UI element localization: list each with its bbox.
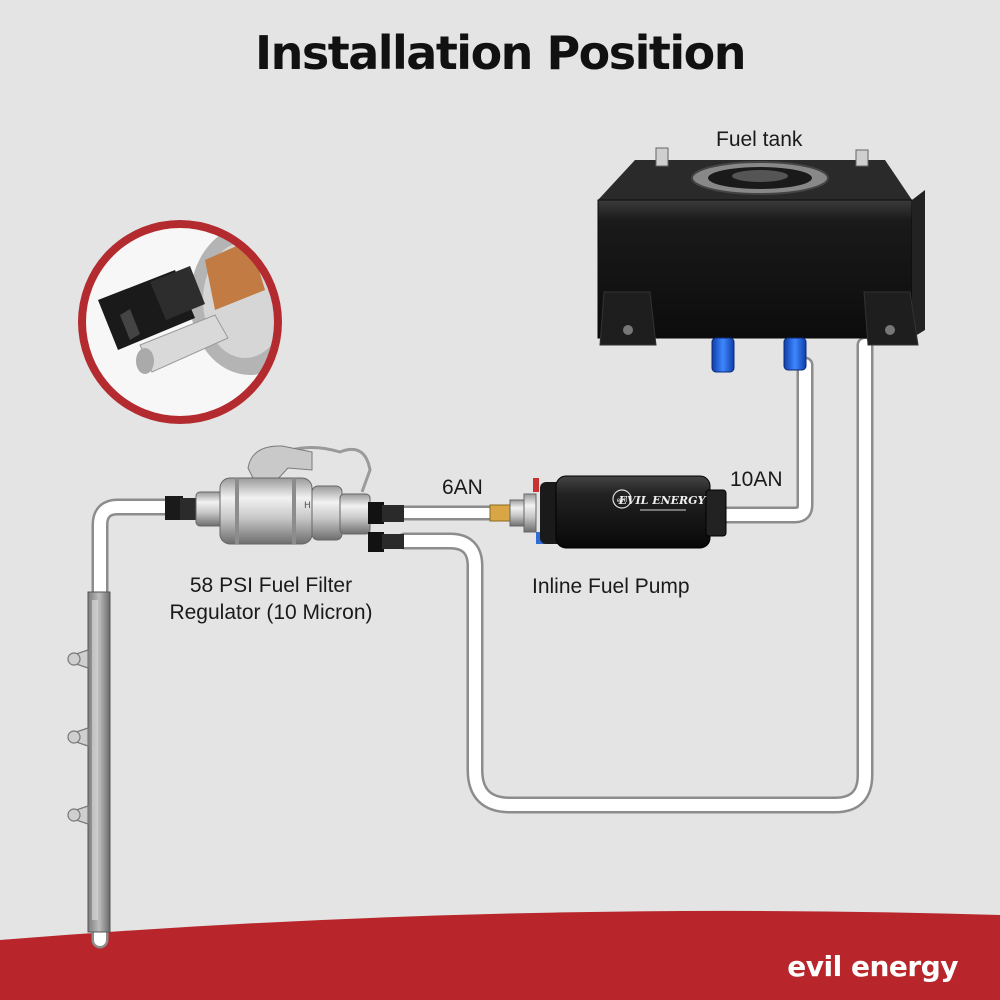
footer-band	[0, 910, 1000, 1000]
fitting-detail-icon	[78, 220, 282, 424]
regulator-label-line1: 58 PSI Fuel Filter	[189, 574, 353, 597]
tank-fitting-right	[783, 337, 807, 371]
page-title: Installation Position	[254, 26, 747, 80]
fuel-hoses	[91, 336, 874, 949]
pump-brand-print: EVIL ENERGY	[618, 494, 707, 507]
inset-ring	[78, 220, 282, 424]
regulator-label: 58 PSI Fuel Filter Regulator (10 Micron)	[140, 572, 402, 626]
tank-fitting-left	[711, 337, 735, 373]
fuel-tank-icon	[597, 147, 925, 373]
line-6an-label: 6AN	[442, 476, 483, 499]
brand-logo: evil energy	[787, 950, 958, 983]
pump-label: Inline Fuel Pump	[532, 575, 690, 598]
fuel-rail-icon	[67, 591, 111, 933]
regulator-label-line2: Regulator (10 Micron)	[169, 601, 373, 624]
fuel-tank-label: Fuel tank	[716, 128, 803, 151]
regulator-print: H	[304, 501, 311, 511]
fuel-filter-regulator-icon: H	[165, 445, 404, 552]
line-10an-label: 10AN	[730, 468, 783, 491]
pump-emblem: evil	[617, 497, 628, 504]
fuel-pump-icon: evil EVIL ENERGY	[489, 475, 727, 549]
